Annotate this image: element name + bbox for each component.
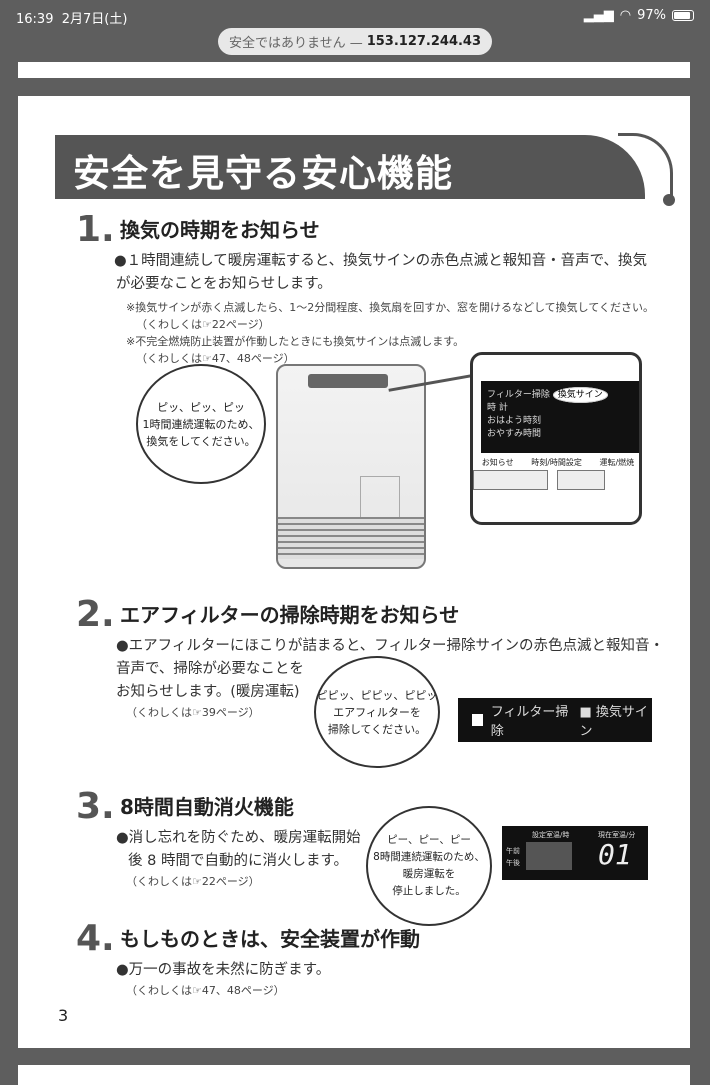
note: ※換気サインが赤く点滅したら、1～2分間程度、換気扇を回すか、窓を開けるなどして… (126, 301, 655, 314)
panel-button (557, 470, 605, 490)
heater-illustration (276, 364, 426, 569)
note: ※不完全燃焼防止装置が作動したときにも換気サインは点滅します。 (126, 335, 465, 348)
section-2: 2.エアフィルターの掃除時期をお知らせ ●エアフィルターにほこりが詰まると、フィ… (76, 594, 676, 721)
section-number: 1. (76, 209, 115, 250)
security-warning: 安全ではありません — (228, 36, 363, 51)
prev-page-strip (18, 62, 690, 78)
note: （くわしくは☞22ページ） (126, 875, 260, 888)
note: （くわしくは☞22ページ） (136, 318, 270, 331)
digits: 01 (598, 838, 632, 871)
section-heading: もしものときは、安全装置が作動 (120, 927, 420, 951)
section-number: 4. (76, 918, 115, 959)
note: （くわしくは☞47、48ページ） (126, 984, 285, 997)
page-number: 3 (58, 1006, 69, 1025)
timer-display: 設定室温/時 現在室温/分 午前 午後 01 (502, 826, 648, 880)
filter-sign-panel: フィルター掃除■ 換気サイン (458, 698, 652, 742)
banner-dot (663, 194, 675, 206)
note: （くわしくは☞47、48ページ） (136, 352, 295, 365)
note: （くわしくは☞39ページ） (126, 706, 260, 719)
battery-icon (672, 10, 694, 21)
next-page-strip (18, 1065, 690, 1085)
wifi-icon: ◠ (619, 8, 632, 23)
battery-percent: 97% (637, 8, 666, 23)
section-number: 2. (76, 594, 115, 635)
speech-bubble: ピピッ、ピピッ、ピピッエアフィルターを掃除してください。 (314, 656, 440, 768)
vent-sign-lit: 換気サイン (552, 387, 608, 403)
status-time: 16:39 2月7日(土) (16, 12, 128, 27)
section-heading: エアフィルターの掃除時期をお知らせ (120, 603, 460, 627)
section-4: 4.もしものときは、安全装置が作動 ●万一の事故を未然に防ぎます。 （くわしくは… (76, 918, 576, 999)
section-heading: 換気の時期をお知らせ (120, 218, 320, 242)
section-1: 1.換気の時期をお知らせ ●１時間連続して暖房運転すると、換気サインの赤色点滅と… (76, 209, 661, 367)
status-bar: 16:39 2月7日(土) ▂▄▆ ◠ 97% (0, 0, 710, 30)
signal-icon: ▂▄▆ (583, 8, 614, 23)
section-body: ●１時間連続して暖房運転すると、換気サインの赤色点滅と報知音・音声で、換気が必要… (114, 253, 648, 292)
status-right: ▂▄▆ ◠ 97% (584, 8, 694, 23)
panel-button (473, 470, 548, 490)
section-3: 3.8時間自動消火機能 ●消し忘れを防ぐため、暖房運転開始後 8 時間で自動的に… (76, 786, 396, 890)
section-heading: 8時間自動消火機能 (120, 795, 294, 819)
page-title: 安全を見守る安心機能 (55, 135, 645, 199)
section-number: 3. (76, 786, 115, 827)
banner-line (618, 133, 673, 199)
document-page: 安全を見守る安心機能 1.換気の時期をお知らせ ●１時間連続して暖房運転すると、… (18, 96, 690, 1048)
host: 153.127.244.43 (366, 34, 482, 49)
address-bar[interactable]: 安全ではありません —153.127.244.43 (218, 28, 492, 55)
control-panel-zoom: フィルター掃除 換気サイン 時 計おはよう時刻おやすみ時間 お知らせ時刻/時間設… (470, 352, 642, 525)
